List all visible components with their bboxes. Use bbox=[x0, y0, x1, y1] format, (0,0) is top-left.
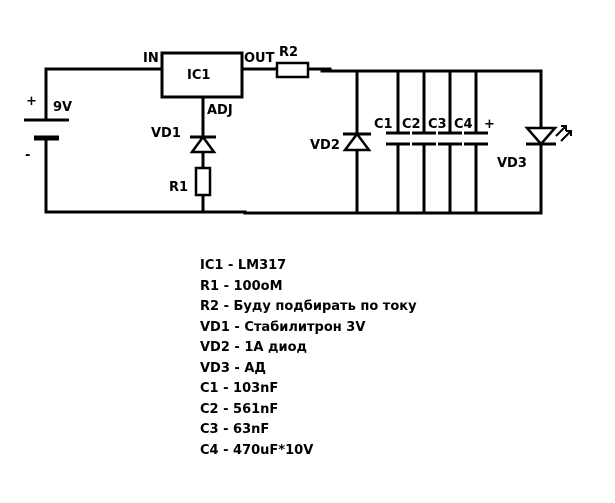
battery-label: 9V bbox=[53, 100, 72, 115]
regulator-pin-out: OUT bbox=[244, 51, 275, 66]
zener-vd1: VD1 bbox=[151, 126, 217, 154]
c1-ref: C1 bbox=[374, 117, 393, 132]
capacitor-c3: C3 bbox=[428, 117, 462, 146]
parts-list-item-r2: R2 - Буду подбирать по току bbox=[200, 299, 417, 314]
r2-body bbox=[275, 61, 310, 79]
wires bbox=[44, 67, 543, 215]
vd3-ref: VD3 bbox=[497, 156, 527, 171]
wire-top-left bbox=[44, 67, 164, 122]
resistor-r2: R2 bbox=[275, 45, 310, 79]
led-vd3: VD3 bbox=[497, 125, 572, 171]
parts-list-item-vd2: VD2 - 1A диод bbox=[200, 340, 308, 355]
c2-ref: C2 bbox=[402, 117, 421, 132]
r2-ref: R2 bbox=[279, 45, 298, 60]
regulator-ic1: IC1 IN OUT ADJ bbox=[143, 51, 275, 118]
parts-list-item-c4: C4 - 470uF*10V bbox=[200, 442, 314, 458]
vd2-ref: VD2 bbox=[310, 138, 340, 153]
parts-list-item-vd3: VD3 - АД bbox=[200, 360, 266, 376]
vd3-triangle bbox=[524, 126, 558, 146]
r1-ref: R1 bbox=[169, 180, 188, 195]
parts-list-item-ic1: IC1 - LM317 bbox=[200, 258, 287, 273]
regulator-pin-in: IN bbox=[143, 51, 159, 66]
diode-vd2: VD2 bbox=[310, 131, 372, 153]
vd1-ref: VD1 bbox=[151, 126, 181, 141]
r1-body bbox=[194, 166, 212, 197]
resistor-r1: R1 bbox=[169, 166, 212, 197]
parts-list: IC1 - LM317 R1 - 100oM R2 - Буду подбира… bbox=[200, 256, 417, 461]
parts-list-item-c1: C1 - 103nF bbox=[200, 381, 279, 396]
regulator-pin-adj: ADJ bbox=[207, 103, 233, 118]
battery-minus-sign: - bbox=[25, 148, 30, 163]
battery: + 9V - bbox=[24, 94, 72, 163]
parts-list-item-c2: C2 - 561nF bbox=[200, 401, 279, 417]
capacitor-c1: C1 bbox=[374, 117, 410, 146]
capacitor-c2: C2 bbox=[402, 117, 436, 146]
parts-list-item-vd1: VD1 - Стабилитрон 3V bbox=[200, 319, 366, 335]
c4-polarity-sign: + bbox=[484, 117, 495, 132]
c4-ref: C4 bbox=[454, 117, 473, 132]
vd2-triangle bbox=[342, 131, 372, 152]
c3-ref: C3 bbox=[428, 117, 447, 132]
parts-list-item-r1: R1 - 100oM bbox=[200, 278, 283, 294]
regulator-body bbox=[160, 51, 244, 99]
capacitor-c4: C4 + bbox=[454, 117, 495, 146]
battery-plus-sign: + bbox=[26, 94, 37, 109]
parts-list-item-c3: C3 - 63nF bbox=[200, 422, 270, 437]
regulator-ref: IC1 bbox=[187, 68, 210, 83]
vd1-triangle bbox=[189, 134, 217, 154]
light-emission-arrows-icon bbox=[555, 125, 572, 142]
